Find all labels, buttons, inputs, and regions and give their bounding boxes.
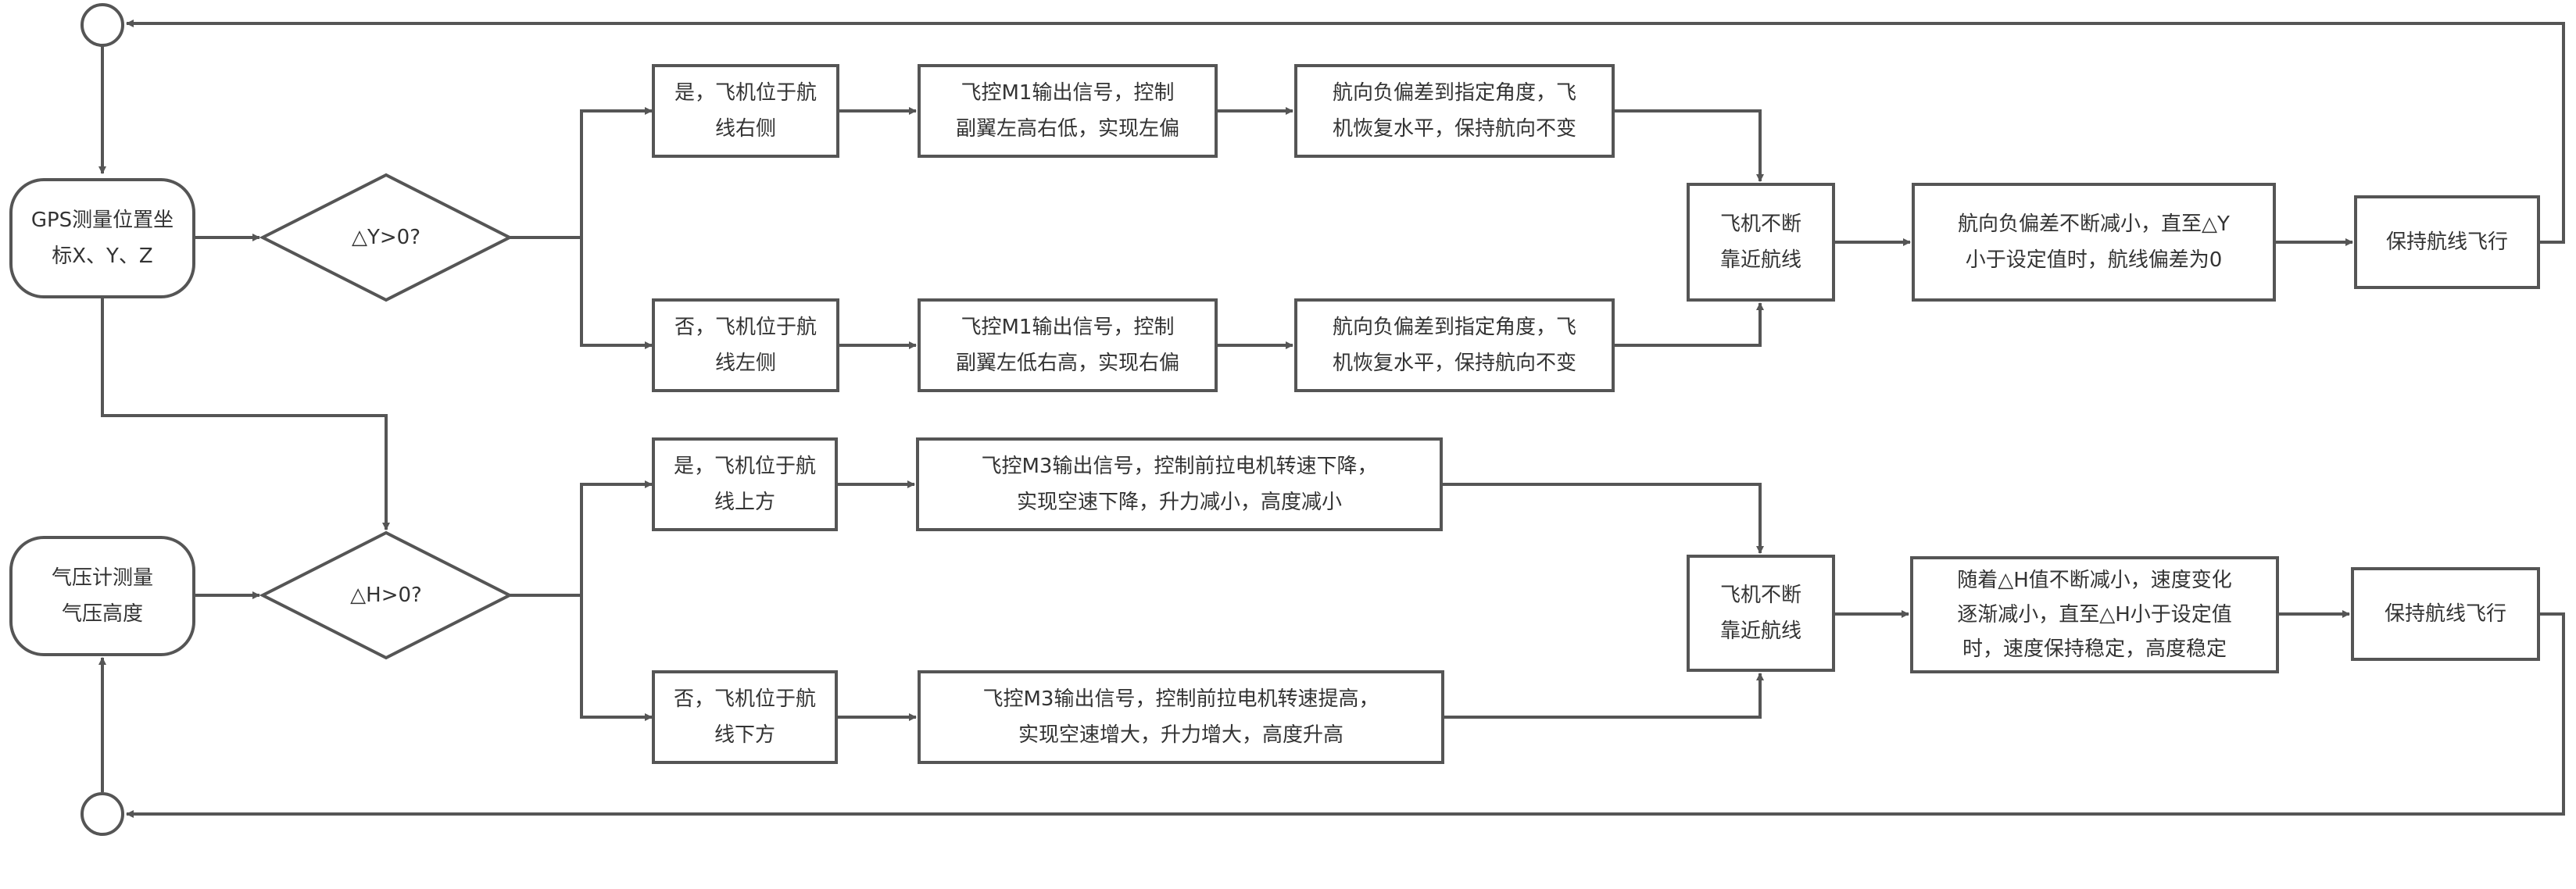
heading-recover-node-b: 航向负偏差到指定角度，飞 机恢复水平，保持航向不变 [1294,298,1615,392]
edge-keep-top-loop [126,20,2565,244]
edge-dy-yes [580,107,653,237]
m1-left-yaw-node: 飞控M1输出信号，控制 副翼左高右低，实现左偏 [918,64,1218,158]
edge-dy-no [580,237,653,349]
edge-heading-b-to-approach [1615,302,1764,347]
edge-m3-up-to-approach [1444,673,1764,719]
edge-dh-no [580,595,653,721]
keep-route-node-bottom: 保持航线飞行 [2351,567,2540,661]
approach-route-node-bottom: 飞机不断 靠近航线 [1687,555,1835,672]
edge-keep-bottom-loop [126,612,2565,818]
converge-h-node: 随着△H值不断减小，速度变化 逐渐减小，直至△H小于设定值 时，速度保持稳定，高… [1910,556,2279,673]
heading-recover-node-a: 航向负偏差到指定角度，飞 机恢复水平，保持航向不变 [1294,64,1615,158]
m3-speed-up-node: 飞控M3输出信号，控制前拉电机转速提高， 实现空速增大，升力增大，高度升高 [918,670,1444,764]
barometer-measure-node: 气压计测量 气压高度 [9,536,195,656]
gps-measure-node: GPS测量位置坐 标X、Y、Z [9,178,195,298]
no-left-of-route-node: 否，飞机位于航 线左侧 [652,298,839,392]
decision-dy-label: △Y>0? [351,226,420,249]
edge-gps-to-dh [101,298,390,530]
yes-above-route-node: 是，飞机位于航 线上方 [652,437,838,531]
decision-dh-label: △H>0? [350,584,422,607]
converge-y-node: 航向负偏差不断减小，直至△Y 小于设定值时，航线偏差为0 [1912,183,2276,302]
approach-route-node-top: 飞机不断 靠近航线 [1687,183,1835,302]
edge-heading-a-to-approach [1615,109,1764,182]
edge-m3-down-to-approach [1443,483,1764,554]
loop-connector-top [80,3,124,47]
no-below-route-node: 否，飞机位于航 线下方 [652,670,838,764]
m3-speed-down-node: 飞控M3输出信号，控制前拉电机转速下降， 实现空速下降，升力减小，高度减小 [916,437,1443,531]
yes-right-of-route-node: 是，飞机位于航 线右侧 [652,64,839,158]
keep-route-node-top: 保持航线飞行 [2354,195,2540,289]
m1-right-yaw-node: 飞控M1输出信号，控制 副翼左低右高，实现右偏 [918,298,1218,392]
loop-connector-bottom [80,792,124,836]
edge-dh-yes [580,480,653,595]
